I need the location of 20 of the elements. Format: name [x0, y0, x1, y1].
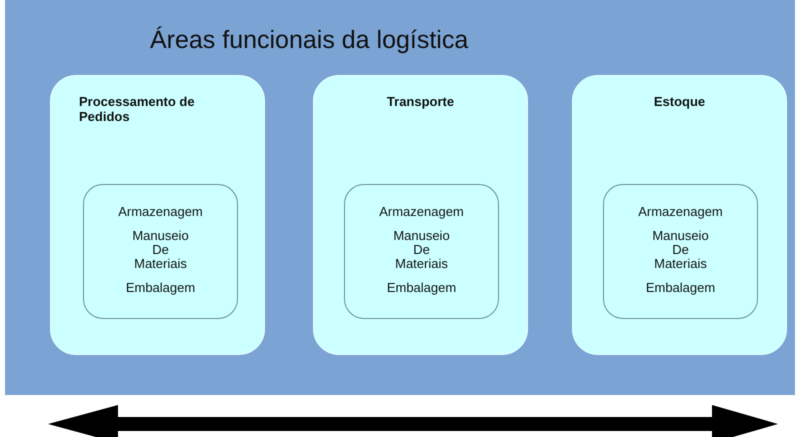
activity-text: Embalagem [126, 281, 196, 295]
area-card [50, 75, 265, 355]
activity-text: Embalagem [386, 281, 456, 295]
activity-text: Embalagem [646, 281, 716, 295]
area-heading: Processamento de Pedidos [79, 94, 196, 124]
area-card [313, 75, 528, 355]
activity-text: Armazenagem [118, 205, 203, 219]
activity-text: Manuseio De Materiais [392, 229, 451, 271]
area-heading: Transporte [386, 94, 456, 109]
background-panel [5, 0, 795, 395]
activity-text: Armazenagem [379, 205, 464, 219]
activity-text: Armazenagem [638, 205, 723, 219]
activity-box [603, 184, 758, 319]
title: Áreas funcionais da logística [150, 26, 468, 55]
activity-box [344, 184, 499, 319]
activity-box [83, 184, 238, 319]
activity-text: Manuseio De Materiais [651, 229, 710, 271]
activity-text: Manuseio De Materiais [131, 229, 190, 271]
area-heading: Estoque [652, 94, 706, 109]
area-card [572, 75, 787, 355]
